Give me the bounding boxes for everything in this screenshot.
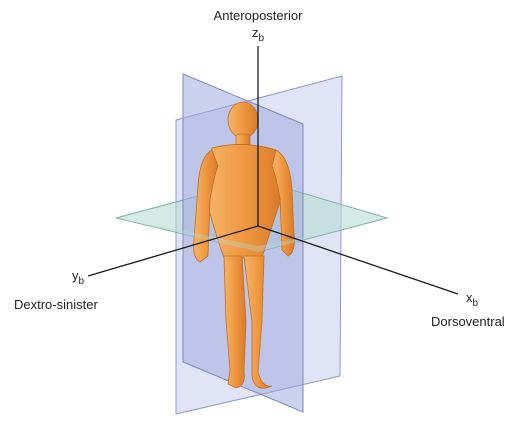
x-axis-symbol: xb (466, 290, 479, 309)
z-axis-symbol: zb (252, 25, 265, 44)
z-axis-name: Anteroposterior (214, 8, 304, 23)
head (228, 102, 258, 138)
y-axis-symbol: yb (72, 268, 85, 287)
y-axis-name: Dextro-sinister (14, 297, 98, 312)
x-axis-name: Dorsoventral (431, 314, 505, 329)
x-axis-subscript: b (473, 298, 479, 309)
z-axis-subscript: b (259, 33, 265, 44)
y-axis-subscript: b (79, 276, 85, 287)
